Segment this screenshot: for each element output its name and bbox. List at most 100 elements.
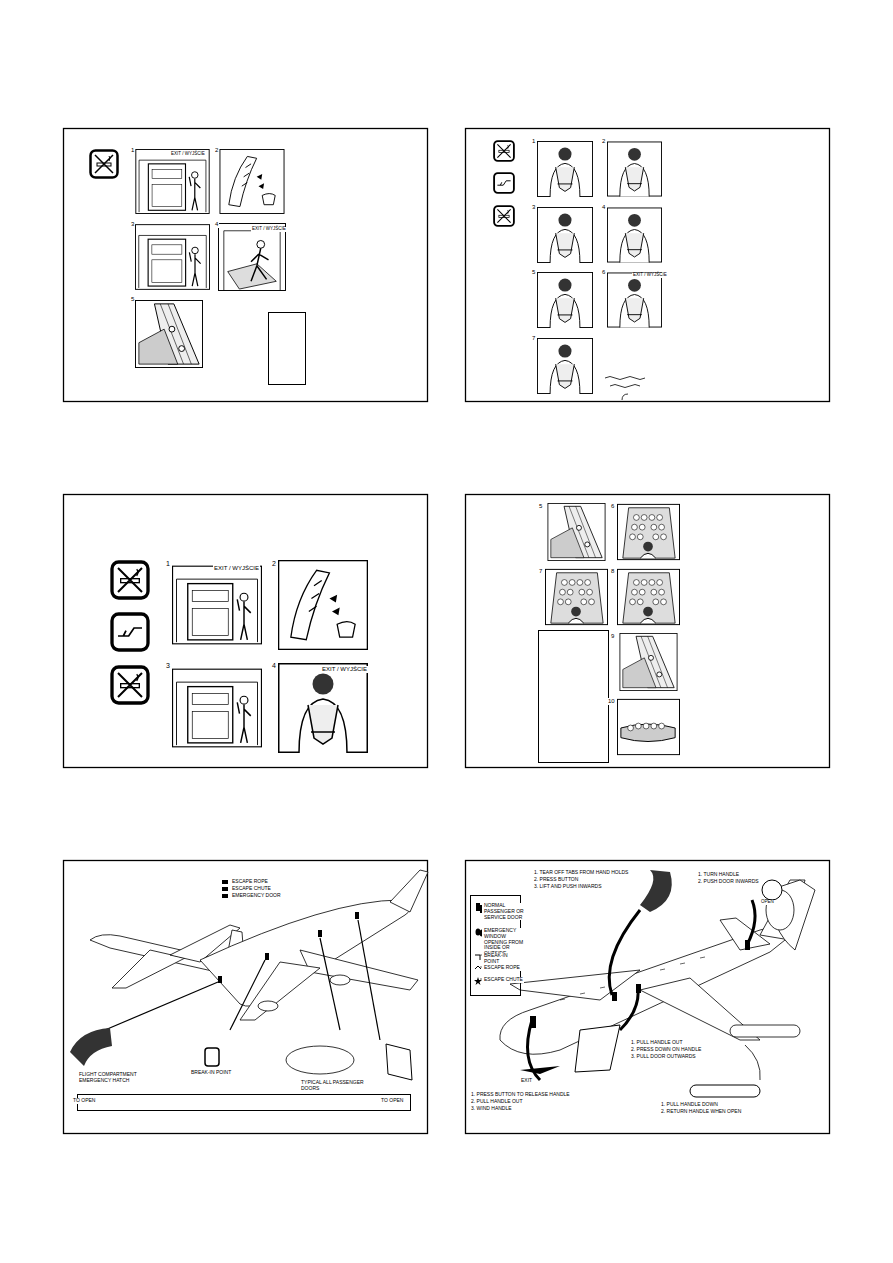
illustration-rect (355, 912, 359, 919)
illustration-path (390, 870, 428, 912)
legend-sample (474, 903, 482, 911)
callout-number: 3 (165, 662, 171, 670)
illustration-use (112, 562, 148, 598)
illustration-rect (64, 129, 428, 402)
legend-entry: ESCAPE CHUTE (474, 977, 524, 985)
legend-text: BREAK-IN POINT (482, 953, 524, 965)
illustration-path (105, 982, 218, 1030)
legend-sample (474, 977, 482, 985)
callout-number: 3 (531, 204, 536, 211)
label: TO OPEN (380, 1098, 404, 1104)
label: OPEN (760, 900, 775, 905)
callout-number: 1 (165, 560, 171, 568)
illustration-ellipse (258, 1001, 278, 1011)
illustration-rect (205, 1048, 219, 1066)
callout-number: 2 (271, 560, 277, 568)
illustration-rect (64, 861, 428, 1134)
callout-number: 5 (531, 269, 536, 276)
legend-text: EMERGENCY DOOR (230, 893, 292, 899)
label: 1. TEAR OFF TABS FROM HAND HOLDS (533, 870, 629, 876)
illustration-use (545, 569, 607, 624)
illustration-use (279, 664, 368, 753)
illustration-use (494, 141, 514, 161)
label: 2. PUSH DOOR INWARDS (697, 879, 760, 885)
illustration-rect (222, 887, 228, 891)
illustration-path (520, 1066, 560, 1074)
callout-number: 2 (601, 138, 606, 145)
illustration-use (607, 142, 661, 197)
illustration-g (64, 129, 830, 1134)
label: 1. PRESS BUTTON TO RELEASE HANDLE (470, 1092, 571, 1098)
label: 2. PRESS DOWN ON HANDLE (630, 1047, 702, 1053)
legend-entry: NORMAL PASSENGER OR SERVICE DOOR (474, 903, 524, 920)
legend-sample-shape (476, 929, 481, 936)
illustration-rect (64, 495, 428, 768)
legend-sample-shape (474, 977, 482, 985)
illustration-rect (222, 894, 228, 898)
illustration-use (537, 141, 592, 197)
label: 2. PULL HANDLE OUT (470, 1099, 524, 1105)
illustration-use (173, 566, 262, 644)
label: 3. LIFT AND PUSH INWARDS (533, 884, 603, 890)
illustration-rect (222, 880, 228, 884)
illustration-use (617, 569, 679, 624)
illustration-path (320, 938, 340, 1030)
label: 1. PULL HANDLE OUT (630, 1040, 684, 1046)
illustration-use (218, 223, 285, 290)
illustration-circle (762, 880, 782, 900)
label: TYPICAL ALL PASSENGER DOORS (300, 1080, 372, 1091)
illustration-use (537, 207, 592, 263)
illustration-use (135, 300, 202, 367)
illustration-use (607, 208, 661, 263)
legend-sample (474, 953, 482, 961)
illustration-path (605, 377, 645, 401)
illustration-path (745, 1045, 760, 1080)
label: 1. TURN HANDLE (697, 872, 740, 878)
illustration-path (70, 1028, 112, 1066)
illustration-path (386, 1044, 412, 1080)
illustration-rect (466, 495, 830, 768)
legend-sample-shape (475, 966, 481, 969)
illustration-path (240, 962, 320, 1020)
callout-number: 9 (610, 633, 615, 640)
legend-sample (474, 965, 482, 973)
legend-text: ESCAPE ROPE (230, 879, 292, 885)
illustration-rect (690, 1085, 760, 1097)
legend-entry: BREAK-IN POINT (474, 953, 524, 965)
label: 2. PRESS BUTTON (533, 877, 579, 883)
illustration-use (617, 504, 679, 559)
illustration-use (112, 667, 148, 703)
illustration-rect (466, 129, 830, 402)
label: TO OPEN (72, 1098, 96, 1104)
illustration-rect (269, 313, 306, 385)
illustration-path (640, 870, 672, 912)
legend-text: ESCAPE ROPE (482, 965, 524, 971)
callout-number: 5 (130, 296, 135, 303)
legend-sample (474, 928, 482, 936)
illustration-rect (265, 953, 269, 960)
legend-entry: ESCAPE ROPE (230, 879, 292, 885)
illustration-g (105, 920, 380, 1040)
legend-text: NORMAL PASSENGER OR SERVICE DOOR (482, 903, 524, 920)
illustration-use (494, 206, 514, 226)
legend-text: ESCAPE CHUTE (230, 886, 292, 892)
legend-sample-shape (475, 955, 480, 960)
illustration-path (609, 910, 640, 995)
label: 2. RETURN HANDLE WHEN OPEN (660, 1109, 742, 1115)
illustration-rect (78, 1095, 411, 1111)
callout-number: 6 (601, 269, 606, 276)
illustration-use (617, 699, 679, 754)
legend-entry: EMERGENCY DOOR (230, 893, 292, 899)
legend-entry: ESCAPE ROPE (474, 965, 524, 973)
illustration-path (720, 918, 770, 950)
callout-number: 1 (531, 138, 536, 145)
callout-number: 1 (130, 147, 135, 154)
illustration-use (607, 273, 661, 328)
callout-number: 6 (610, 503, 615, 510)
label: 1. PULL HANDLE DOWN (660, 1102, 719, 1108)
callout-number: 8 (610, 568, 615, 575)
illustration-path (575, 1025, 620, 1072)
callout-number: 3 (130, 221, 135, 228)
